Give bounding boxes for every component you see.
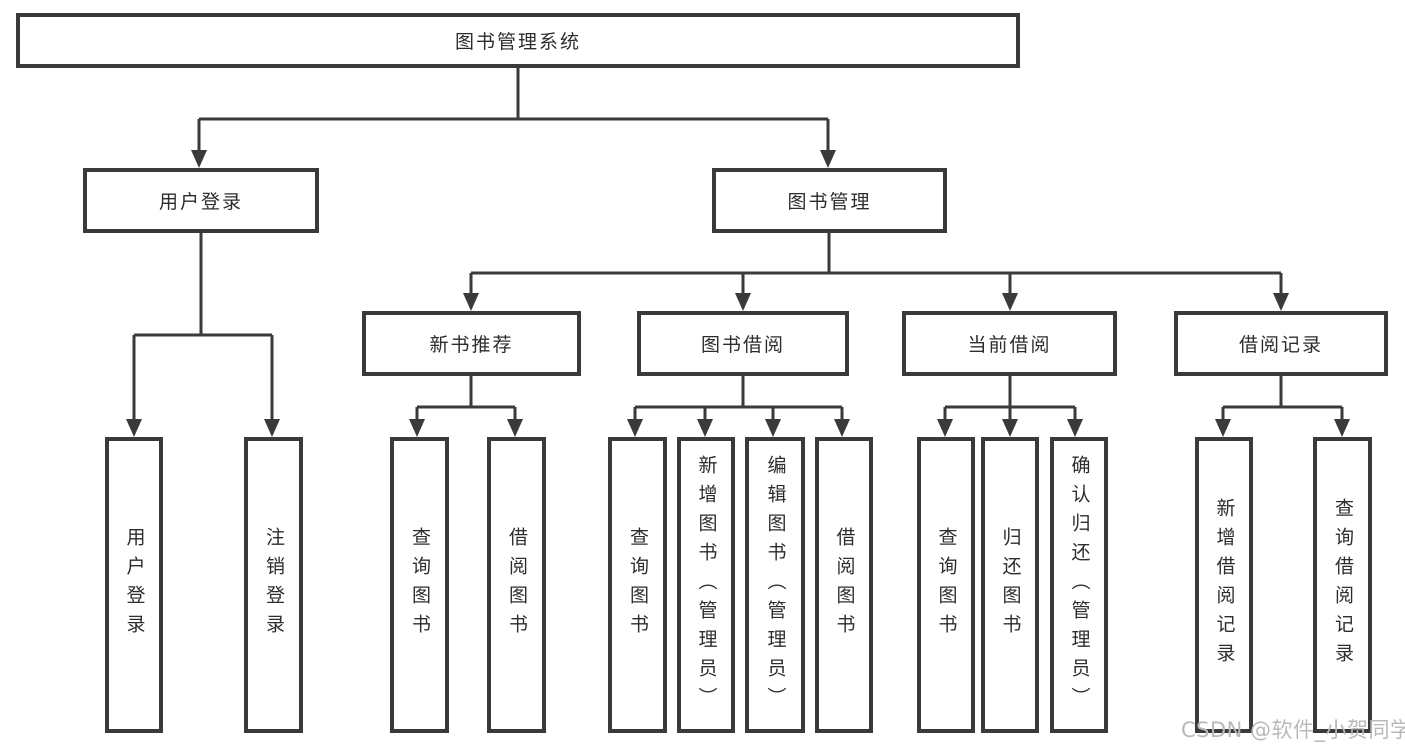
node-leaf-newbook-borrow: 借阅图书 [487, 437, 546, 733]
node-leaf-newbook-query: 查询图书 [390, 437, 449, 733]
arrow-icon [507, 419, 523, 437]
node-leaf-logout: 注销登录 [244, 437, 303, 733]
connector-current-borrow-children [943, 376, 1077, 423]
node-leaf-record-add: 新增借阅记录 [1195, 437, 1253, 733]
arrow-icon [463, 293, 479, 311]
connector-new-book-children [415, 376, 517, 423]
arrow-icon [264, 419, 280, 437]
node-leaf-current-confirm-label: 确认归还（管理员） [1068, 454, 1091, 716]
node-leaf-user-login-label: 用户登录 [123, 527, 146, 643]
node-borrow-record: 借阅记录 [1174, 311, 1388, 376]
node-leaf-record-query: 查询借阅记录 [1313, 437, 1372, 733]
watermark: CSDN @软件_小贺同学 [1181, 718, 1405, 742]
arrow-icon [191, 150, 207, 168]
connector-book-mgmt-children [469, 233, 1283, 295]
node-book-borrow-label: 图书借阅 [700, 334, 785, 356]
arrow-icon [1273, 293, 1289, 311]
node-leaf-current-return-label: 归还图书 [999, 527, 1022, 643]
node-current-borrow-label: 当前借阅 [967, 334, 1052, 356]
arrow-icon [1215, 419, 1231, 437]
node-book-borrow: 图书借阅 [637, 311, 849, 376]
connector-root-to-level2 [197, 68, 830, 152]
node-book-mgmt: 图书管理 [712, 168, 947, 233]
node-root: 图书管理系统 [16, 13, 1020, 68]
node-leaf-current-confirm: 确认归还（管理员） [1050, 437, 1108, 733]
node-leaf-borrow-borrow: 借阅图书 [815, 437, 873, 733]
arrow-icon [735, 293, 751, 311]
node-leaf-borrow-query-label: 查询图书 [627, 527, 649, 643]
node-leaf-newbook-query-label: 查询图书 [409, 527, 431, 643]
connector-borrow-record-children [1221, 376, 1344, 423]
node-leaf-current-query: 查询图书 [917, 437, 975, 733]
node-leaf-user-login: 用户登录 [105, 437, 163, 733]
connector-book-borrow-children [633, 376, 844, 423]
node-leaf-newbook-borrow-label: 借阅图书 [506, 527, 528, 643]
arrow-icon [126, 419, 142, 437]
arrow-icon [409, 419, 425, 437]
node-leaf-record-query-label: 查询借阅记录 [1332, 498, 1354, 672]
arrow-icon [1067, 419, 1083, 437]
node-leaf-borrow-borrow-label: 借阅图书 [833, 527, 856, 643]
arrow-icon [1002, 293, 1018, 311]
node-leaf-current-query-label: 查询图书 [935, 527, 958, 643]
node-leaf-borrow-edit: 编辑图书（管理员） [745, 437, 805, 733]
node-new-book-rec-label: 新书推荐 [429, 334, 514, 356]
node-leaf-logout-label: 注销登录 [263, 527, 285, 643]
connector-user-login-children [132, 233, 274, 421]
node-borrow-record-label: 借阅记录 [1238, 334, 1323, 356]
arrowheads [126, 150, 1350, 437]
node-new-book-rec: 新书推荐 [362, 311, 581, 376]
node-user-login-label: 用户登录 [158, 191, 243, 213]
node-book-mgmt-label: 图书管理 [787, 191, 872, 213]
node-leaf-borrow-edit-label: 编辑图书（管理员） [764, 454, 787, 716]
arrow-icon [1002, 419, 1018, 437]
arrow-icon [834, 419, 850, 437]
arrow-icon [937, 419, 953, 437]
arrow-icon [820, 150, 836, 168]
node-leaf-borrow-add-label: 新增图书（管理员） [695, 454, 718, 716]
node-leaf-record-add-label: 新增借阅记录 [1213, 498, 1236, 672]
node-leaf-borrow-query: 查询图书 [608, 437, 667, 733]
arrow-icon [697, 419, 713, 437]
node-user-login: 用户登录 [83, 168, 319, 233]
node-current-borrow: 当前借阅 [902, 311, 1117, 376]
arrow-icon [765, 419, 781, 437]
node-leaf-borrow-add: 新增图书（管理员） [677, 437, 735, 733]
arrow-icon [627, 419, 643, 437]
node-root-label: 图书管理系统 [454, 31, 581, 53]
node-leaf-current-return: 归还图书 [981, 437, 1039, 733]
arrow-icon [1334, 419, 1350, 437]
